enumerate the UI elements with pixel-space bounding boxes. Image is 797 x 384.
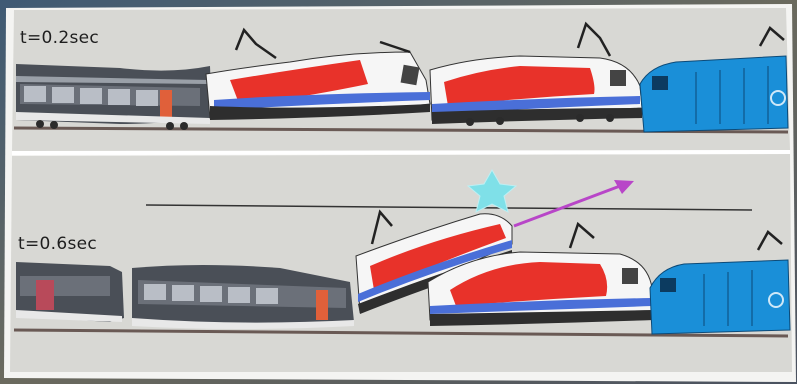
time-label-top: t=0.2sec (20, 28, 99, 48)
passenger-car (16, 64, 212, 130)
time-label-bottom: t=0.6sec (18, 234, 97, 254)
passenger-car-a (16, 262, 124, 322)
passenger-car-door (160, 90, 172, 118)
